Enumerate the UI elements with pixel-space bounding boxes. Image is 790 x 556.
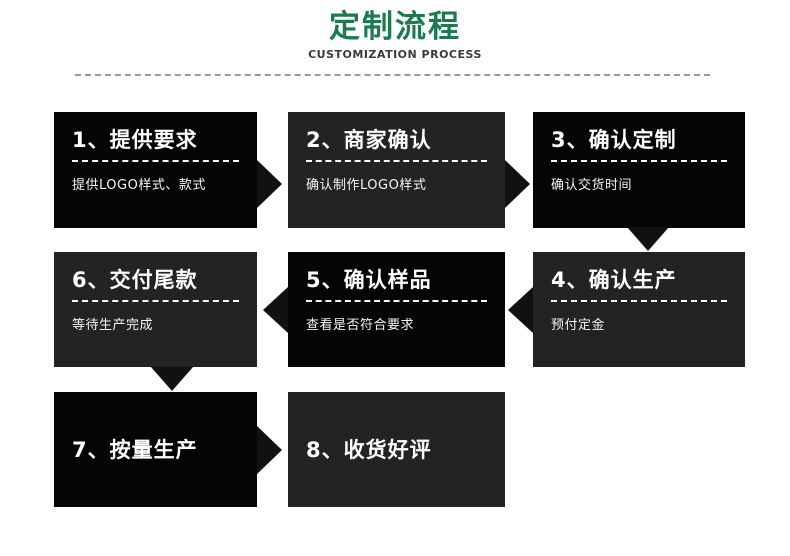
arrow-right-icon bbox=[257, 426, 282, 474]
arrow-down-icon bbox=[151, 367, 193, 391]
page-header: 定制流程 CUSTOMIZATION PROCESS bbox=[0, 8, 790, 61]
step-description: 等待生产完成 bbox=[72, 318, 154, 333]
step-heading: 2、商家确认 bbox=[306, 128, 432, 152]
step-box-6: 6、交付尾款 等待生产完成 bbox=[54, 252, 257, 367]
arrow-left-icon bbox=[263, 287, 288, 333]
step-dashed-divider bbox=[306, 300, 487, 302]
step-box-8: 8、收货好评 bbox=[288, 392, 505, 507]
step-description: 预付定金 bbox=[551, 318, 606, 333]
step-heading: 8、收货好评 bbox=[306, 437, 432, 462]
step-box-5: 5、确认样品 查看是否符合要求 bbox=[288, 252, 505, 367]
page-subtitle: CUSTOMIZATION PROCESS bbox=[308, 48, 482, 61]
step-box-1: 1、提供要求 提供LOGO样式、款式 bbox=[54, 112, 257, 228]
step-box-3: 3、确认定制 确认交货时间 bbox=[533, 112, 745, 228]
step-heading: 1、提供要求 bbox=[72, 128, 198, 152]
header-dashed-divider bbox=[75, 74, 710, 76]
step-heading: 4、确认生产 bbox=[551, 268, 677, 292]
step-dashed-divider bbox=[72, 160, 239, 162]
step-description: 提供LOGO样式、款式 bbox=[72, 178, 206, 193]
step-description: 查看是否符合要求 bbox=[306, 318, 415, 333]
step-heading: 3、确认定制 bbox=[551, 128, 677, 152]
step-dashed-divider bbox=[306, 160, 487, 162]
step-heading: 6、交付尾款 bbox=[72, 268, 198, 292]
arrow-right-icon bbox=[257, 160, 282, 208]
arrow-down-icon bbox=[627, 227, 669, 251]
step-box-2: 2、商家确认 确认制作LOGO样式 bbox=[288, 112, 505, 228]
arrow-left-icon bbox=[508, 287, 533, 333]
step-heading: 7、按量生产 bbox=[72, 437, 198, 462]
page-title: 定制流程 bbox=[329, 9, 461, 45]
step-description: 确认交货时间 bbox=[551, 178, 633, 193]
arrow-right-icon bbox=[505, 160, 530, 208]
step-box-7: 7、按量生产 bbox=[54, 392, 257, 507]
step-box-4: 4、确认生产 预付定金 bbox=[533, 252, 745, 367]
step-dashed-divider bbox=[551, 160, 727, 162]
step-heading: 5、确认样品 bbox=[306, 268, 432, 292]
step-description: 确认制作LOGO样式 bbox=[306, 178, 427, 193]
step-dashed-divider bbox=[72, 300, 239, 302]
step-dashed-divider bbox=[551, 300, 727, 302]
